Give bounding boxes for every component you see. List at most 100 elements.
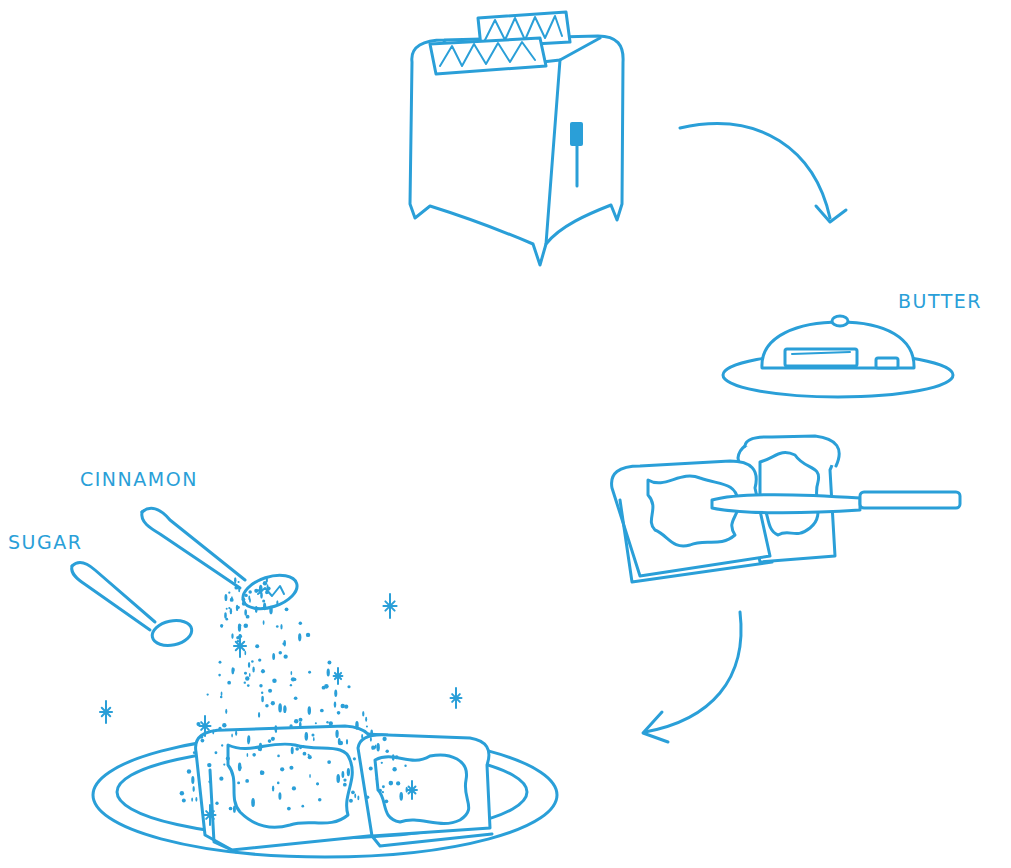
sprinkle-dot [242,598,246,602]
sprinkle-dot [212,730,214,735]
sprinkle-dot [343,778,346,781]
sprinkle-dot [272,679,276,683]
sprinkle-dot [376,743,379,751]
sprinkle-dot [280,767,284,771]
cinnamon-spoon [142,508,302,615]
sprinkle-dot [366,796,369,799]
sprinkle-dot [389,781,394,786]
sprinkle-dot [382,785,385,788]
sprinkle-dot [231,633,233,639]
sprinkle-dot [268,689,272,693]
sprinkle-dot [349,799,353,803]
sprinkle-dot [251,660,254,663]
sprinkle-dot [231,667,234,674]
sprinkle-dot [399,792,403,801]
sprinkle-dot [283,640,286,646]
sparkle-star [234,635,246,657]
sprinkle-dot [299,722,302,728]
sprinkle-dot [226,608,228,610]
sprinkle-dot [191,797,193,801]
sprinkle-dot [225,709,227,714]
sprinkle-dot [276,600,278,605]
sprinkle-dot [298,633,301,641]
sprinkle-dot [308,671,311,674]
sprinkle-dot [365,717,367,722]
sprinkle-dot [259,743,262,751]
sprinkle-dot [334,701,337,707]
sprinkle-dot [309,774,311,778]
sprinkle-dot [238,581,240,583]
sprinkle-dot [245,594,248,597]
sprinkle-dot [355,721,359,730]
sprinkle-dot [215,802,218,805]
sprinkle-dot [221,744,223,746]
sprinkle-dot [229,807,233,811]
sprinkle-dot [327,760,331,764]
sprinkle-dot [191,776,194,784]
sparkle-star [205,805,216,825]
sprinkle-dot [261,669,265,673]
sprinkle-dot [329,721,333,725]
sprinkle-dot [187,769,191,773]
sparkle-star [200,716,211,736]
sprinkle-dot [353,757,356,760]
sprinkle-dot [381,762,383,764]
sugar-spoon [72,563,194,649]
sprinkle-dot [395,755,399,759]
sprinkle-dot [263,602,266,610]
sprinkle-dot [234,577,236,583]
sprinkle-dot [246,615,250,619]
sprinkle-dot [404,765,406,767]
sprinkle-dot [247,738,250,744]
sprinkle-dot [219,777,223,781]
sprinkle-dot [247,753,249,757]
sprinkle-dot [218,727,221,730]
sprinkle-dot [347,768,350,776]
sprinkle-dot [259,684,262,687]
sprinkle-dot [284,655,288,659]
sprinkle-dot [337,711,341,715]
sprinkle-dot [362,711,364,717]
sprinkle-dot [252,666,254,672]
sprinkle-dot [231,734,233,738]
sprinkle-dot [201,739,205,743]
sprinkle-dot [223,764,225,766]
sprinkle-dot [237,606,240,609]
plate [93,726,557,857]
sprinkle-dot [308,755,312,759]
sprinkle-dot [282,642,284,644]
sprinkle-dot [180,791,184,795]
sprinkle-dot [313,737,315,741]
sprinkle-dot [224,612,227,618]
toaster [410,12,623,265]
ingredient-label: BUTTER [898,292,982,311]
sprinkle-dot [318,798,322,802]
sprinkle-dot [268,739,272,743]
sprinkle-dot [335,730,338,738]
sprinkle-dot [224,594,227,601]
sprinkle-dot [276,625,279,628]
sprinkle-dot [233,805,236,812]
sprinkle-dot [244,681,246,683]
sprinkle-dot [265,591,268,594]
sprinkle-dot [200,735,204,739]
sprinkle-dot [249,598,251,602]
sprinkle-dot [385,800,389,804]
sprinkle-dot [244,623,249,628]
sprinkle-dot [220,696,223,699]
sprinkle-dot [242,602,246,606]
sprinkle-dot [238,763,241,772]
sprinkle-dot [252,753,256,757]
sprinkle-dot [255,606,258,613]
sprinkle-dot [291,677,295,681]
sprinkle-dot [306,633,310,637]
sprinkle-dot [248,662,250,668]
sprinkle-dot [326,721,328,723]
sparkle-star [100,701,112,723]
sprinkle-dot [283,705,286,713]
butter-dish [723,316,953,397]
sprinkle-dot [277,782,280,785]
flow-arrow [643,612,741,742]
sprinkle-dot [327,660,331,664]
sprinkle-dot [265,590,269,594]
